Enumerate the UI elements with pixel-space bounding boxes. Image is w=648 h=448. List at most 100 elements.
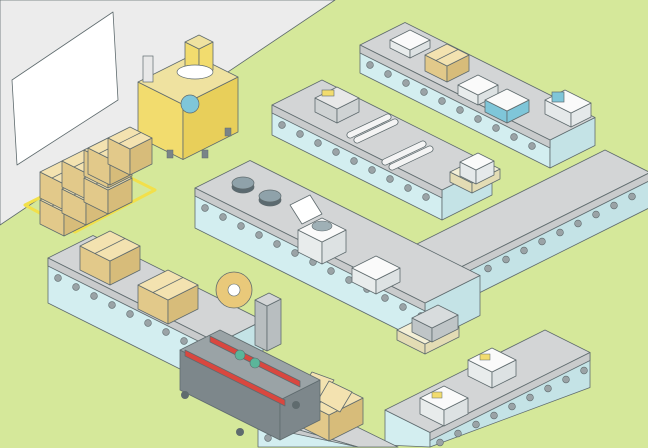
machine-bowl xyxy=(176,64,214,80)
roller xyxy=(484,264,492,273)
conveyor-bottom-right-belt-edge xyxy=(429,352,591,441)
tape-roll-icon xyxy=(551,91,565,103)
tape-roll-hub xyxy=(227,283,241,297)
roller xyxy=(366,61,374,69)
box-label xyxy=(431,391,443,399)
roller xyxy=(255,231,263,239)
whiteboard xyxy=(11,11,119,166)
roller xyxy=(492,124,500,132)
roller xyxy=(381,294,389,302)
roller xyxy=(404,184,412,192)
roller xyxy=(526,393,534,402)
roller xyxy=(264,434,272,442)
robot-column-side-face xyxy=(266,298,282,352)
tape-machine-top-face xyxy=(459,152,495,171)
roller xyxy=(327,267,335,275)
tube-highlight xyxy=(389,146,433,170)
roller xyxy=(528,142,536,150)
round-item-in-box xyxy=(311,220,333,232)
printer-label xyxy=(321,89,335,97)
roller xyxy=(508,402,516,411)
box-label xyxy=(479,353,491,361)
roller-green xyxy=(249,357,261,369)
machine-tower-top-face xyxy=(184,34,214,50)
box-tape-line xyxy=(118,132,142,144)
white-box-label xyxy=(467,347,517,389)
roller xyxy=(544,384,552,393)
machine-foot xyxy=(224,127,232,137)
roller xyxy=(562,375,570,384)
box-flap xyxy=(289,194,323,225)
roller xyxy=(201,204,209,212)
roller xyxy=(291,249,299,257)
machine-foot xyxy=(201,149,209,159)
cutting-machine-top-face xyxy=(411,304,459,329)
box-flap xyxy=(317,380,353,413)
roller xyxy=(580,366,588,375)
tape-machine xyxy=(459,152,495,185)
blue-package-top-face xyxy=(484,88,530,112)
roller xyxy=(108,301,116,309)
cutting-machine xyxy=(411,304,459,343)
roller xyxy=(520,246,528,255)
closed-white-box-top-face xyxy=(351,255,401,281)
roller xyxy=(538,237,546,246)
roller xyxy=(474,115,482,123)
white-tray-top-face xyxy=(389,29,431,51)
roller xyxy=(54,274,62,282)
roller xyxy=(162,328,170,336)
blue-package xyxy=(484,88,530,124)
roller xyxy=(219,213,227,221)
roller xyxy=(144,319,152,327)
roller xyxy=(436,438,444,447)
box-tape-line xyxy=(94,238,126,254)
roller xyxy=(456,106,464,114)
roller xyxy=(386,175,394,183)
roller xyxy=(296,130,304,138)
roller xyxy=(399,303,407,311)
roller xyxy=(438,97,446,105)
roller xyxy=(90,292,98,300)
tube-highlight xyxy=(347,114,391,138)
roller xyxy=(402,79,410,87)
roller xyxy=(180,337,188,345)
roller xyxy=(628,192,636,201)
machine-gauge-icon xyxy=(180,94,200,114)
robot-column xyxy=(254,292,282,352)
caster-wheel xyxy=(292,401,300,409)
roller xyxy=(278,121,286,129)
robot-column-front-face xyxy=(254,299,268,352)
red-rail xyxy=(184,349,286,407)
white-tray xyxy=(389,29,431,59)
roller xyxy=(345,276,353,284)
roller xyxy=(72,283,80,291)
round-lid-top xyxy=(258,189,282,203)
roller xyxy=(314,139,322,147)
roller xyxy=(592,210,600,219)
closed-white-box xyxy=(351,255,401,295)
robot-column-top-face xyxy=(254,292,282,307)
roller xyxy=(332,148,340,156)
roller xyxy=(384,70,392,78)
box-tape-line xyxy=(152,277,184,293)
roller xyxy=(574,219,582,228)
caster-wheel xyxy=(236,428,244,436)
roller xyxy=(237,222,245,230)
caster-wheel xyxy=(181,391,189,399)
roller xyxy=(422,193,430,201)
machine-tower xyxy=(184,34,214,78)
round-lid-top xyxy=(231,176,255,190)
roller xyxy=(126,310,134,318)
tube-highlight xyxy=(382,141,426,165)
white-package-top-face xyxy=(457,74,499,96)
tube-highlight xyxy=(354,119,398,143)
machine-cylinder xyxy=(142,55,154,83)
roller xyxy=(502,255,510,264)
roller xyxy=(610,201,618,210)
roller xyxy=(454,429,462,438)
box-tape-line xyxy=(435,49,459,61)
roller xyxy=(490,411,498,420)
roller xyxy=(472,420,480,429)
roller-green xyxy=(234,349,246,361)
